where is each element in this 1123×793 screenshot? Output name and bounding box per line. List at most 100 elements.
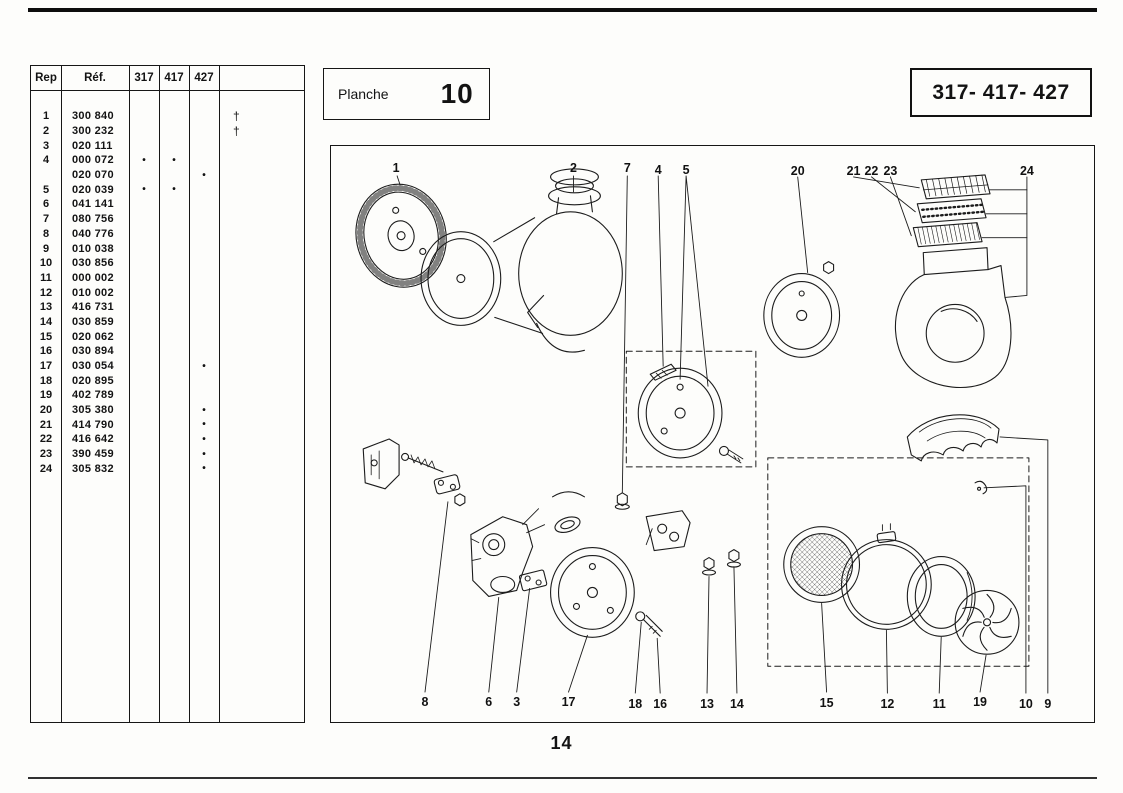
table-row: 22 416 642 • <box>31 432 304 447</box>
table-row: 16 030 894 <box>31 344 304 359</box>
column-divider <box>219 66 221 722</box>
cell-417: • <box>172 154 176 166</box>
cell-427: • <box>202 448 206 460</box>
cell-ref: 020 070 <box>72 169 114 182</box>
part-5-pulley <box>637 367 744 464</box>
table-header: Rep Réf. 317 417 427 <box>31 66 304 91</box>
table-row: 14 030 859 <box>31 315 304 330</box>
cell-ref: 020 111 <box>72 139 113 152</box>
cell-ref: 020 039 <box>72 183 114 196</box>
cell-rep: 24 <box>39 462 53 475</box>
callout-23: 23 <box>883 164 897 178</box>
cell-ref: 010 002 <box>72 286 114 299</box>
part-13-nut <box>701 557 717 576</box>
cell-rep: 11 <box>40 271 52 284</box>
callout-18: 18 <box>628 697 642 711</box>
table-body: 1 300 840 † 2 300 232 † 3 020 111 4 000 … <box>31 91 304 476</box>
cell-rep: 18 <box>39 374 53 387</box>
part-15-filter-element <box>783 526 861 603</box>
cell-ref: 390 459 <box>72 448 114 461</box>
column-divider <box>129 66 131 722</box>
table-row: 9 010 038 <box>31 241 304 256</box>
cell-ref: 416 731 <box>72 301 114 314</box>
cell-427: • <box>202 433 206 445</box>
header-417: 417 <box>164 72 184 84</box>
callout-8: 8 <box>422 695 429 709</box>
cell-427: • <box>202 419 206 431</box>
cell-427: • <box>202 360 206 372</box>
header-ref: Réf. <box>84 72 106 84</box>
part-18-16-screw <box>635 611 663 637</box>
table-row: 4 000 072 • • <box>31 153 304 168</box>
cell-ref: 000 072 <box>72 154 114 167</box>
cell-rep: 17 <box>39 360 53 373</box>
planche-box: Planche 10 <box>323 68 490 120</box>
cell-rep: 13 <box>39 301 53 314</box>
part-intake-gasket <box>552 491 585 533</box>
callout-11: 11 <box>933 697 946 711</box>
cell-417: • <box>172 184 176 196</box>
column-divider <box>189 66 191 722</box>
cell-317: • <box>142 184 146 196</box>
part-3-gasket <box>518 569 548 592</box>
cell-ref: 041 141 <box>72 198 114 211</box>
planche-number: 10 <box>440 78 474 109</box>
cell-ref: 305 380 <box>72 404 114 417</box>
part-11-cover <box>906 556 976 637</box>
cell-ref: 030 859 <box>72 315 114 328</box>
cell-rep: 14 <box>39 315 53 328</box>
table-row: 5 020 039 • • <box>31 182 304 197</box>
cell-rep: 16 <box>39 345 53 358</box>
top-rule <box>28 8 1097 12</box>
table-row: 18 020 895 <box>31 373 304 388</box>
callout-15: 15 <box>820 696 834 710</box>
cell-notes: † <box>233 109 240 124</box>
cell-ref: 030 856 <box>72 257 114 270</box>
cell-427: • <box>202 463 206 475</box>
part-14-nut <box>726 549 741 568</box>
callout-22: 22 <box>865 164 879 178</box>
header-427: 427 <box>194 72 214 84</box>
table-row: 10 030 856 <box>31 256 304 271</box>
callout-5: 5 <box>683 163 690 177</box>
cell-ref: 414 790 <box>72 418 114 431</box>
table-row: 20 305 380 • <box>31 403 304 418</box>
cell-rep: 21 <box>39 418 53 431</box>
callout-13: 13 <box>700 697 714 711</box>
part-9-shroud <box>906 414 1000 462</box>
cell-rep: 12 <box>39 286 53 299</box>
part-mount-bracket <box>645 510 691 552</box>
cell-ref: 300 232 <box>72 125 114 138</box>
table-row: 12 010 002 <box>31 285 304 300</box>
cell-ref: 305 832 <box>72 462 114 475</box>
dashed-assembly-boxes <box>625 350 1030 667</box>
cell-notes: † <box>233 124 240 139</box>
part-2-air-cleaner <box>420 168 623 353</box>
cell-rep: 4 <box>42 154 50 167</box>
cell-rep: 15 <box>39 330 53 343</box>
table-row: 13 416 731 <box>31 300 304 315</box>
callout-6: 6 <box>485 695 492 709</box>
cell-rep: 5 <box>42 183 50 196</box>
part-1-flywheel <box>355 183 447 288</box>
cell-427: • <box>202 169 206 181</box>
cell-ref: 300 840 <box>72 110 114 123</box>
table-row: 7 080 756 <box>31 212 304 227</box>
cell-rep: 23 <box>39 448 53 461</box>
part-17-flywheel <box>550 547 635 638</box>
cell-ref: 080 756 <box>72 213 114 226</box>
callout-12: 12 <box>880 697 894 711</box>
callout-2: 2 <box>570 161 577 175</box>
part-20-pulley <box>763 261 841 358</box>
part-21-22-23-filter-elements <box>912 174 991 248</box>
cell-rep: 2 <box>42 125 50 138</box>
callout-10: 10 <box>1019 697 1033 711</box>
callout-24: 24 <box>1020 164 1034 178</box>
callout-19: 19 <box>973 695 987 709</box>
table-row: 19 402 789 <box>31 388 304 403</box>
table-row: 24 305 832 • <box>31 462 304 477</box>
cell-ref: 030 894 <box>72 345 114 358</box>
